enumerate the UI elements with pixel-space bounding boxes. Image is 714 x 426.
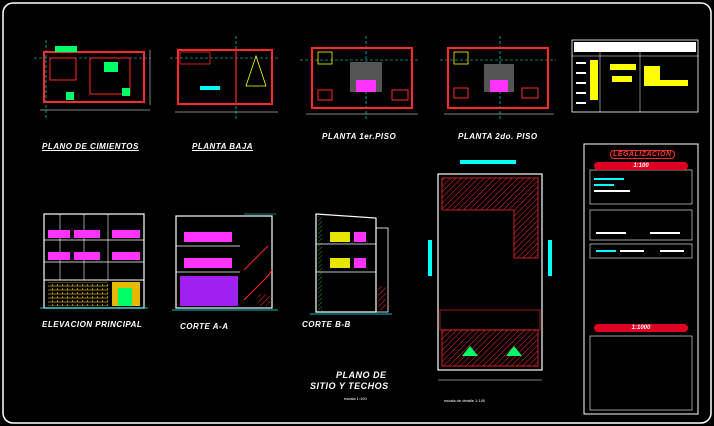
site-and-roof-plan-drawing (428, 160, 552, 381)
section-aa-title: CORTE A-A (180, 322, 229, 331)
scale-badge: 1:100 (594, 162, 688, 170)
second-floor-plan-drawing (440, 36, 556, 120)
foundation-plan-title: PLANO DE CIMIENTOS (42, 142, 139, 151)
ground-floor-plan-drawing (170, 36, 280, 120)
front-elevation-title: ELEVACION PRINCIPAL (42, 320, 143, 329)
section-bb-drawing (310, 213, 392, 315)
first-floor-plan-drawing (300, 36, 420, 120)
title-block (583, 143, 699, 415)
seal-badge: 1:1000 (594, 324, 688, 332)
legend-table (571, 39, 699, 113)
front-elevation-drawing (40, 213, 148, 309)
first-floor-title: PLANTA 1er.PISO (322, 132, 397, 141)
site-plan-note: escala de detalle 1:100 (444, 398, 486, 403)
site-plan-scale: escala 1:100 (344, 396, 367, 401)
ground-floor-title: PLANTA BAJA (192, 142, 254, 151)
site-plan-title-line1: PLANO DE (336, 370, 387, 380)
foundation-plan-drawing (34, 40, 151, 120)
second-floor-title: PLANTA 2do. PISO (458, 132, 538, 141)
site-plan-title-line2: SITIO Y TECHOS (310, 381, 389, 391)
section-aa-drawing (172, 213, 278, 311)
legalizacion-heading: LEGALIZACION (610, 150, 675, 159)
section-bb-title: CORTE B-B (302, 320, 351, 329)
